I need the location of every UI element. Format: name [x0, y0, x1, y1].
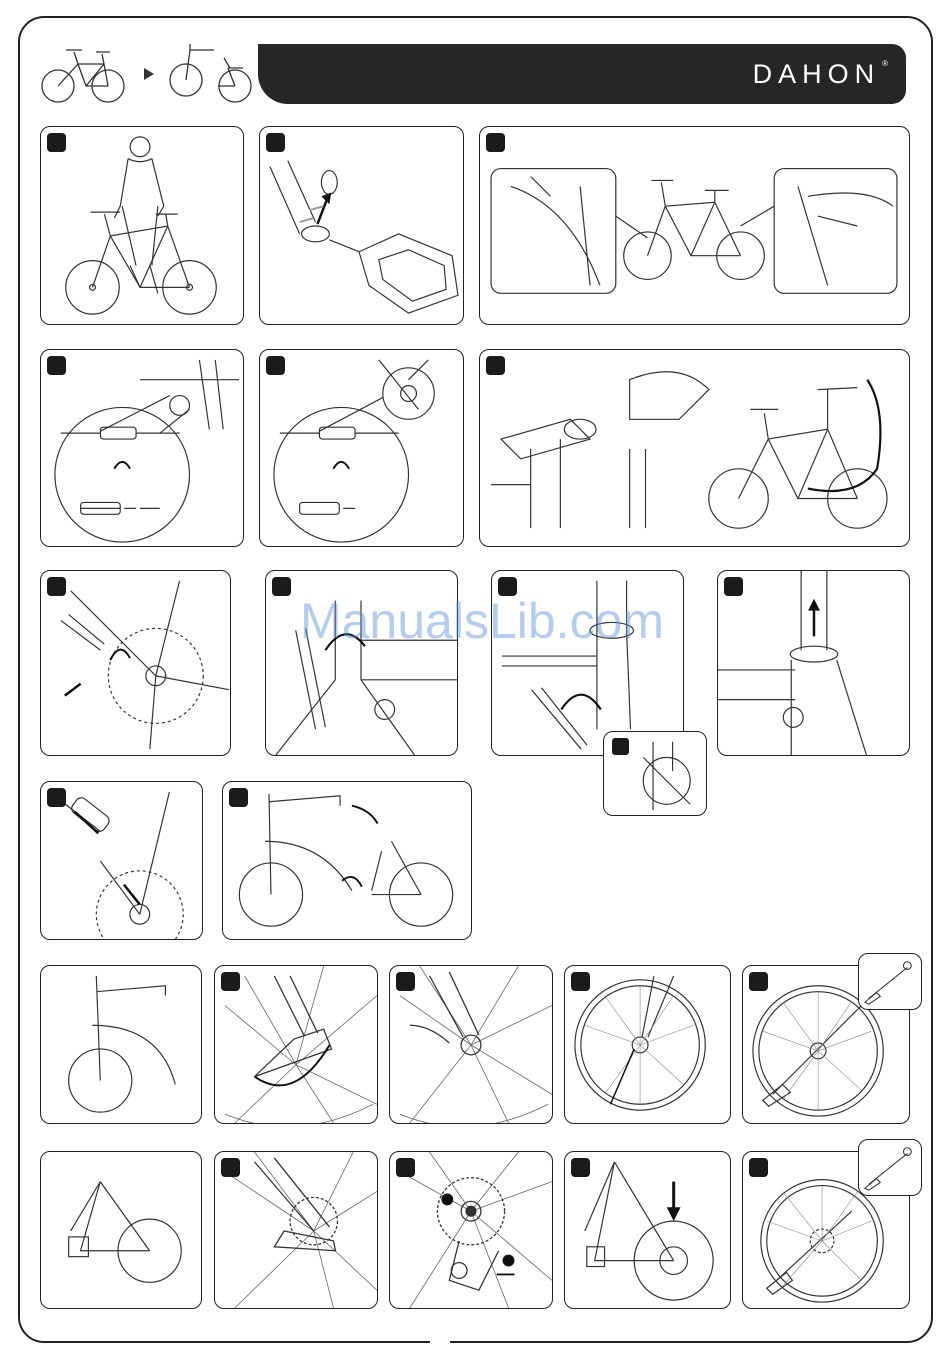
step-panel-18 — [40, 1151, 202, 1309]
step-panel-21 — [564, 1151, 731, 1309]
step-panel-16 — [564, 965, 731, 1124]
chain-sprocket-icon — [215, 1152, 377, 1308]
step-panel-17-inset — [858, 953, 922, 1010]
sheet-gap — [430, 1336, 450, 1348]
step-badge — [749, 972, 768, 991]
step-panel-8 — [265, 570, 458, 756]
step-panel-12 — [222, 781, 472, 940]
step-panel-20 — [389, 1151, 553, 1309]
step-badge — [221, 1158, 240, 1177]
cable-disconnect-top-icon — [41, 350, 243, 546]
arrow-right-icon — [144, 68, 154, 80]
step-panel-6 — [479, 349, 910, 547]
rear-wheel-drop-icon — [565, 1152, 730, 1308]
step-badge — [266, 133, 285, 152]
step-panel-11 — [40, 781, 203, 940]
step-panel-9-warning — [603, 731, 707, 816]
step-panel-3 — [479, 126, 910, 325]
seat-clamp-icon — [492, 571, 683, 755]
step-badge — [749, 1158, 768, 1177]
person-with-bike-icon — [41, 127, 243, 324]
rear-half-icon — [41, 1152, 201, 1308]
step-badge — [571, 972, 590, 991]
header-bar: DAHON® — [258, 44, 906, 104]
step-panel-15 — [389, 965, 553, 1124]
step-badge — [724, 577, 743, 596]
step-panel-14 — [214, 965, 378, 1124]
derailleur-icon — [390, 1152, 552, 1308]
brand-name: DAHON — [753, 59, 881, 89]
step-badge — [396, 1158, 415, 1177]
wheel-remove-icon — [565, 966, 730, 1123]
step-badge — [396, 972, 415, 991]
step-panel-1 — [40, 126, 244, 325]
step-panel-22-inset — [858, 1139, 922, 1196]
brand-registered: ® — [882, 59, 888, 68]
crank-bolt-icon — [41, 571, 230, 755]
step-badge — [221, 972, 240, 991]
brake-release-icon — [480, 127, 909, 324]
step-panel-2 — [259, 126, 464, 325]
brand-logo: DAHON® — [753, 59, 888, 90]
step-badge — [486, 133, 505, 152]
step-panel-4 — [40, 349, 244, 547]
step-panel-5 — [259, 349, 464, 547]
cable-disconnect-bottom-icon — [260, 350, 463, 546]
step-panel-7 — [40, 570, 231, 756]
handlebar-fold-icon — [480, 350, 909, 546]
pedal-removal-icon — [260, 127, 463, 324]
step-badge — [498, 577, 517, 596]
skewer-detail-icon — [859, 1140, 921, 1195]
step-dot-icon — [503, 1255, 515, 1267]
step-dot-icon — [441, 1193, 453, 1205]
step-panel-9 — [491, 570, 684, 756]
header-bikes-illustration — [38, 38, 268, 106]
step-panel-19 — [214, 1151, 378, 1309]
step-panel-13 — [40, 965, 202, 1124]
bike-split-icon — [223, 782, 471, 939]
step-badge — [47, 356, 66, 375]
frame-separate-icon — [41, 782, 202, 939]
step-badge — [47, 577, 66, 596]
axle-nut-icon — [390, 966, 552, 1123]
step-badge — [47, 788, 66, 807]
head-tube-hinge-icon — [266, 571, 457, 755]
step-badge — [229, 788, 248, 807]
step-badge — [571, 1158, 590, 1177]
step-panel-10 — [717, 570, 910, 756]
prohibited-icon — [612, 738, 629, 755]
step-badge — [272, 577, 291, 596]
seatpost-lift-icon — [718, 571, 909, 755]
front-half-icon — [41, 966, 201, 1123]
step-badge — [486, 356, 505, 375]
step-badge — [47, 133, 66, 152]
step-badge — [266, 356, 285, 375]
quick-release-open-icon — [215, 966, 377, 1123]
skewer-detail-icon — [859, 954, 921, 1009]
